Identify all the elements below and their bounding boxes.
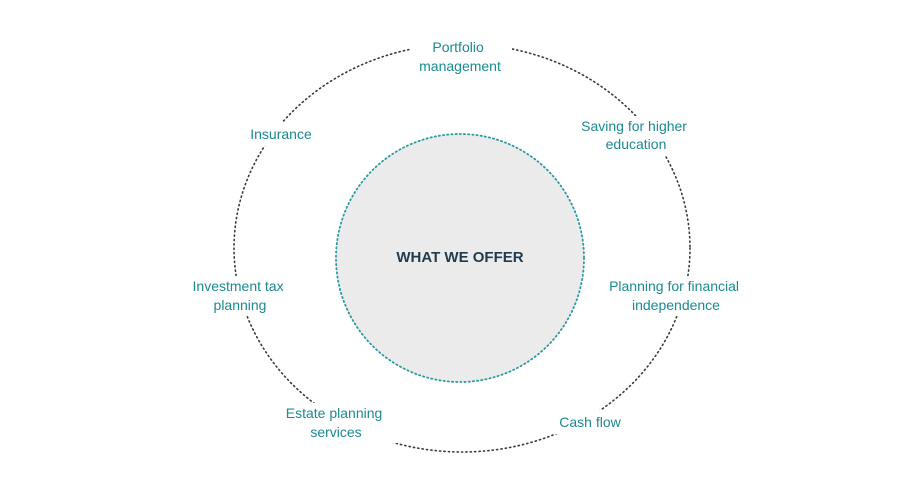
service-label-line-2: services	[310, 424, 361, 440]
service-label-line-2: management	[419, 58, 501, 74]
service-label-planning-for-financial-independence: Planning for financial independence	[609, 278, 743, 313]
service-label-line-1: Estate planning	[286, 405, 383, 421]
service-label-line-1: Insurance	[250, 126, 312, 142]
service-label-line-1: Portfolio	[432, 39, 484, 55]
service-label-estate-planning-services: Estate planning services	[286, 405, 386, 440]
service-label-line-1: Investment tax	[193, 278, 284, 294]
service-label-line-2: planning	[214, 297, 267, 313]
service-label-cash-flow: Cash flow	[559, 414, 621, 430]
service-label-investment-tax-planning: Investment tax planning	[193, 278, 288, 313]
center-circle	[335, 133, 585, 383]
service-label-portfolio-management: Portfolio management	[419, 39, 501, 74]
service-label-line-2: education	[606, 136, 667, 152]
service-label-line-1: Planning for financial	[609, 278, 739, 294]
service-label-line-2: independence	[632, 297, 720, 313]
service-label-line-1: Cash flow	[559, 414, 621, 430]
service-label-insurance: Insurance	[250, 126, 312, 142]
service-label-saving-for-higher-education: Saving for higher education	[581, 118, 691, 152]
service-label-line-1: Saving for higher	[581, 118, 687, 134]
center-title: WHAT WE OFFER	[396, 249, 523, 266]
